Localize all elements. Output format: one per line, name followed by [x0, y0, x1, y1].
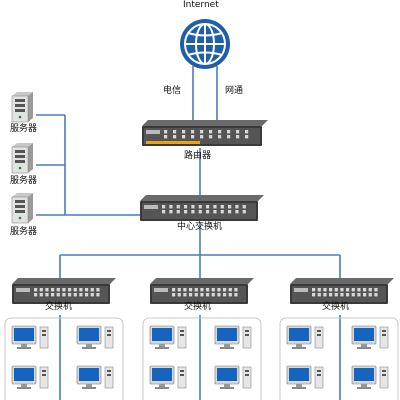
desktop-pc-icon: [76, 365, 114, 389]
desktop-pc-icon: [351, 365, 389, 389]
server-tower-icon: [11, 143, 33, 174]
server-label-2: 服务器: [10, 176, 38, 186]
uplink-label-netcom: 网通: [225, 86, 244, 96]
access-switch-icon-1: [12, 278, 116, 304]
internet-label: Internet: [183, 0, 219, 10]
desktop-pc-icon: [286, 325, 324, 349]
server-tower-icon: [11, 193, 33, 224]
globe-icon: [180, 19, 230, 69]
access-switch-icon-2: [150, 278, 254, 304]
device-nodes: [4, 19, 399, 400]
router-icon: [142, 120, 268, 146]
server-label-3: 服务器: [10, 227, 38, 237]
router-label: 路由器: [184, 151, 212, 161]
desktop-pc-icon: [76, 325, 114, 349]
desktop-pc-icon: [286, 365, 324, 389]
client-group-1: [4, 317, 124, 400]
desktop-pc-icon: [11, 365, 49, 389]
access-switch-label-2: 交换机: [184, 302, 212, 312]
uplink-label-telecom: 电信: [163, 86, 182, 96]
client-group-2: [142, 317, 262, 400]
desktop-pc-icon: [11, 325, 49, 349]
core-switch-icon: [140, 195, 264, 221]
desktop-pc-icon: [351, 325, 389, 349]
desktop-pc-icon: [214, 325, 252, 349]
core-switch-label: 中心交换机: [177, 222, 223, 232]
access-switch-label-3: 交换机: [322, 302, 350, 312]
access-switch-label-1: 交换机: [45, 302, 73, 312]
client-group-3: [279, 317, 399, 400]
connection-lines: [36, 66, 341, 400]
server-tower-icon: [11, 92, 33, 123]
server-label-1: 服务器: [10, 124, 38, 134]
access-switch-icon-3: [290, 278, 394, 304]
desktop-pc-icon: [214, 365, 252, 389]
desktop-pc-icon: [149, 365, 187, 389]
desktop-pc-icon: [149, 325, 187, 349]
